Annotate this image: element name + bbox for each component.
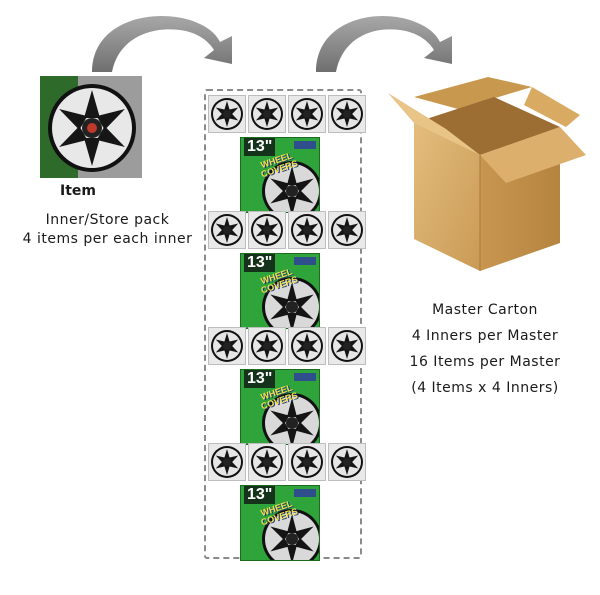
pack-wheel-icon (262, 277, 319, 328)
wheel-cover-icon (288, 211, 326, 249)
wheel-cover-icon (48, 84, 136, 172)
master-line-2: 4 Inners per Master (411, 328, 559, 344)
wheel-cover-icon (288, 95, 326, 133)
pack-logo-icon (294, 141, 316, 149)
pack-logo-icon (294, 489, 316, 497)
wheel-cover-icon (328, 95, 366, 133)
master-description: Master Carton 4 Inners per Master 16 Ite… (385, 297, 585, 401)
pack-wheel-icon (262, 509, 319, 560)
pack-size-label: 13" (244, 254, 276, 272)
wheel-cover-row (208, 443, 366, 481)
flow-arrows (92, 15, 452, 72)
master-line-3: 16 Items per Master (409, 354, 561, 370)
pack-wheel-icon (262, 393, 319, 444)
pack-size-label: 13" (244, 370, 276, 388)
master-carton-box-icon (388, 77, 586, 271)
wheel-cover-row (208, 95, 366, 133)
wheel-cover-icon (208, 443, 246, 481)
item-photo (40, 76, 142, 178)
pack-logo-icon (294, 373, 316, 381)
wheel-cover-icon (328, 443, 366, 481)
inner-description: Inner/Store pack 4 items per each inner (5, 211, 210, 249)
master-line-4: (4 Items x 4 Inners) (411, 380, 559, 396)
wheel-cover-icon (288, 443, 326, 481)
wheel-cover-icon (328, 327, 366, 365)
wheel-cover-icon (328, 211, 366, 249)
pack-size-label: 13" (244, 138, 276, 156)
wheel-cover-icon (248, 327, 286, 365)
pack-size-label: 13" (244, 486, 276, 504)
wheel-cover-icon (288, 327, 326, 365)
item-label: Item (60, 183, 96, 199)
inner-line-2: 4 items per each inner (22, 231, 193, 247)
wheel-cover-icon (248, 211, 286, 249)
arrow-item-to-inner (92, 15, 232, 72)
wheel-cover-icon (208, 95, 246, 133)
wheel-cover-icon (248, 95, 286, 133)
wheel-cover-row (208, 327, 366, 365)
inner-line-1: Inner/Store pack (45, 212, 170, 228)
wheel-cover-row (208, 211, 366, 249)
wheel-cover-icon (208, 327, 246, 365)
pack-logo-icon (294, 257, 316, 265)
pack-wheel-icon (262, 161, 319, 212)
wheel-cover-icon (208, 211, 246, 249)
wheel-cover-icon (248, 443, 286, 481)
master-line-1: Master Carton (432, 302, 538, 318)
arrow-inner-to-master (316, 15, 452, 72)
